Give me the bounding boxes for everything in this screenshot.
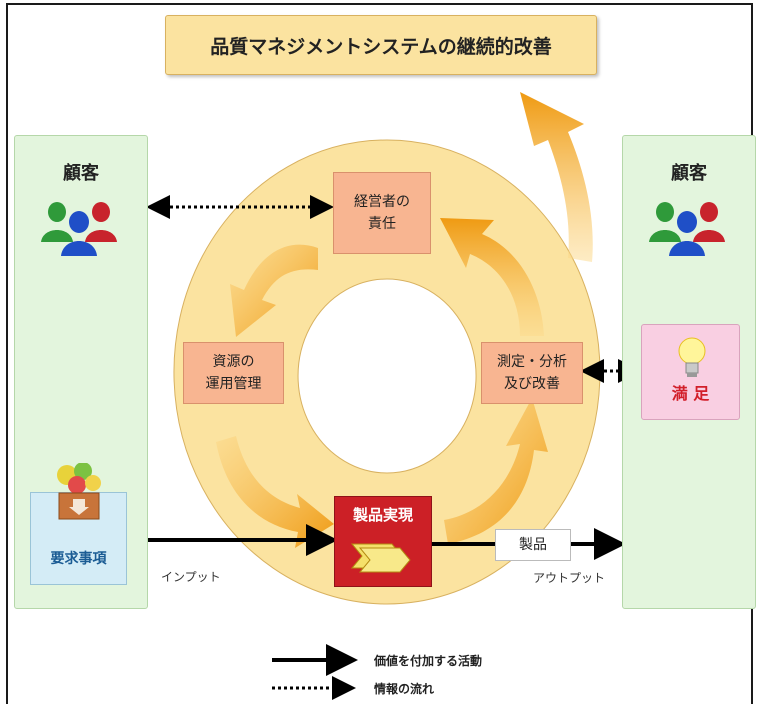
measurement-improvement-label: 測定・分析 及び改善	[497, 354, 567, 392]
customer-label-left: 顧客	[63, 163, 99, 184]
product-stack-icon	[350, 543, 411, 573]
requirements-label: 要求事項	[50, 551, 107, 567]
customers-icon	[41, 202, 117, 256]
product-output-label: 製品	[519, 537, 547, 553]
resource-management-label: 資源の 運用管理	[205, 354, 262, 392]
management-responsibility-label: 経営者の 責任	[354, 194, 410, 232]
satisfaction-box: 満 足	[641, 324, 740, 420]
requirements-box: 要求事項	[30, 463, 127, 585]
arrow-measure-to-mgmt	[440, 218, 544, 336]
legend-value-added-text: 価値を付加する活動	[374, 654, 483, 668]
product-realization-box: 製品実現	[334, 496, 432, 587]
customers-icon	[649, 202, 725, 256]
lightbulb-icon	[678, 337, 706, 377]
diagram-title: 品質マネジメントシステムの継続的改善	[165, 15, 597, 75]
resource-management-box: 資源の 運用管理	[183, 342, 284, 404]
satisfaction-label: 満 足	[671, 384, 710, 403]
legend-information-flow-text: 情報の流れ	[374, 682, 435, 696]
input-label: インプット	[161, 570, 221, 584]
arrow-realization-to-measure	[444, 398, 548, 544]
product-output-box: 製品	[495, 529, 571, 561]
customer-label-right: 顧客	[671, 163, 707, 184]
arrow-improvement-up	[520, 92, 593, 262]
management-responsibility-box: 経営者の 責任	[333, 172, 431, 254]
requirements-box-icon	[57, 463, 101, 520]
arrow-mgmt-to-resource	[230, 244, 318, 337]
product-realization-label: 製品実現	[352, 506, 413, 524]
measurement-improvement-box: 測定・分析 及び改善	[481, 342, 583, 404]
output-label: アウトプット	[533, 571, 606, 585]
arrow-resource-to-realization	[216, 436, 334, 548]
